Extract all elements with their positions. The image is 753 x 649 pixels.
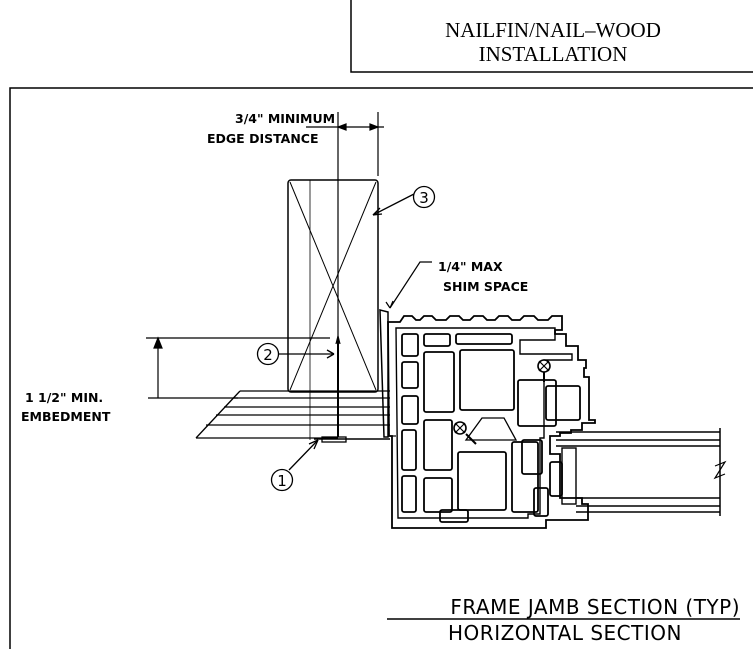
shim bbox=[379, 309, 389, 438]
screw-upper bbox=[537, 359, 551, 382]
shim-label-1: 1/4" MAX bbox=[438, 259, 503, 274]
embedment-label-2: EMBEDMENT bbox=[21, 409, 111, 424]
wall-sheathing bbox=[195, 390, 390, 439]
frame-profile bbox=[387, 315, 596, 529]
wood-stud bbox=[287, 179, 379, 440]
sheet-border bbox=[9, 87, 753, 649]
callout-2 bbox=[256, 342, 335, 366]
title-block: NAILFIN/NAIL–WOOD INSTALLATION bbox=[350, 0, 753, 73]
embedment-label-1: 1 1/2" MIN. bbox=[25, 390, 103, 405]
edge-distance-dimension bbox=[306, 112, 384, 340]
caption-line-2: HORIZONTAL SECTION bbox=[448, 621, 682, 645]
callout-1-number: 1 bbox=[277, 472, 287, 490]
embedment-dimension bbox=[146, 336, 330, 399]
edge-distance-label-2: EDGE DISTANCE bbox=[207, 131, 319, 146]
nail bbox=[314, 335, 390, 443]
shim-leader bbox=[385, 261, 432, 309]
title-line-1: NAILFIN/NAIL–WOOD bbox=[445, 18, 661, 42]
callout-3-number: 3 bbox=[419, 189, 429, 207]
screw-lower bbox=[453, 421, 477, 445]
glazing-unit bbox=[556, 428, 727, 516]
callout-2-number: 2 bbox=[263, 346, 273, 364]
callout-1 bbox=[270, 439, 319, 492]
shim-label-2: SHIM SPACE bbox=[443, 279, 528, 294]
callout-3 bbox=[372, 185, 436, 216]
caption-line-1: FRAME JAMB SECTION (TYP) bbox=[450, 595, 740, 619]
title-line-2: INSTALLATION bbox=[479, 42, 628, 66]
edge-distance-label-1: 3/4" MINIMUM bbox=[235, 111, 335, 126]
